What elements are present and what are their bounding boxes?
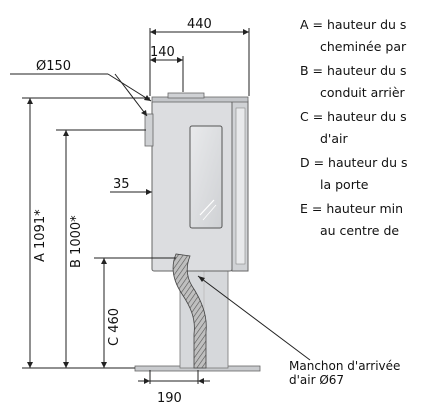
legend-item-e: E = hauteur min au centre de [300, 198, 422, 241]
legend-item-d: D = hauteur du s la porte [300, 152, 422, 195]
flue-collar [167, 92, 205, 99]
legend-line: cheminée par [320, 38, 407, 54]
dim-flue-diameter: Ø150 [36, 59, 71, 74]
callout-line-1: Manchon d'arrivée [289, 359, 401, 373]
rear-connection [144, 113, 154, 147]
dim-width-total: 440 [187, 17, 212, 32]
callout-line-2: d'air Ø67 [289, 373, 345, 387]
legend-line: E = hauteur min [300, 201, 404, 216]
side-window [189, 125, 223, 229]
legend-line: au centre de [320, 222, 400, 238]
legend-line: conduit arrièr [320, 84, 405, 100]
legend-line: B = hauteur du s [300, 63, 407, 78]
dim-flue-offset: 140 [150, 45, 175, 60]
legend-line: D = hauteur du s [300, 155, 408, 170]
legend-item-a: A = hauteur du s cheminée par [300, 14, 422, 57]
legend-line: d'air [320, 130, 348, 146]
legend-line: C = hauteur du s [300, 109, 407, 124]
air-inlet-duct [172, 253, 207, 369]
legend-panel: A = hauteur du s cheminée par B = hauteu… [300, 14, 422, 314]
legend-line: la porte [320, 176, 369, 192]
dim-offset-35: 35 [113, 177, 130, 192]
dim-base-width: 190 [157, 391, 182, 406]
dim-height-a: A 1091* [33, 209, 48, 262]
dim-height-c: C 460 [107, 308, 122, 346]
dim-height-b: B 1000* [69, 215, 84, 268]
legend-item-c: C = hauteur du s d'air [300, 106, 422, 149]
air-inlet-callout: Manchon d'arrivée d'air Ø67 [289, 359, 422, 387]
legend-line: A = hauteur du s [300, 17, 407, 32]
legend-item-b: B = hauteur du s conduit arrièr [300, 60, 422, 103]
